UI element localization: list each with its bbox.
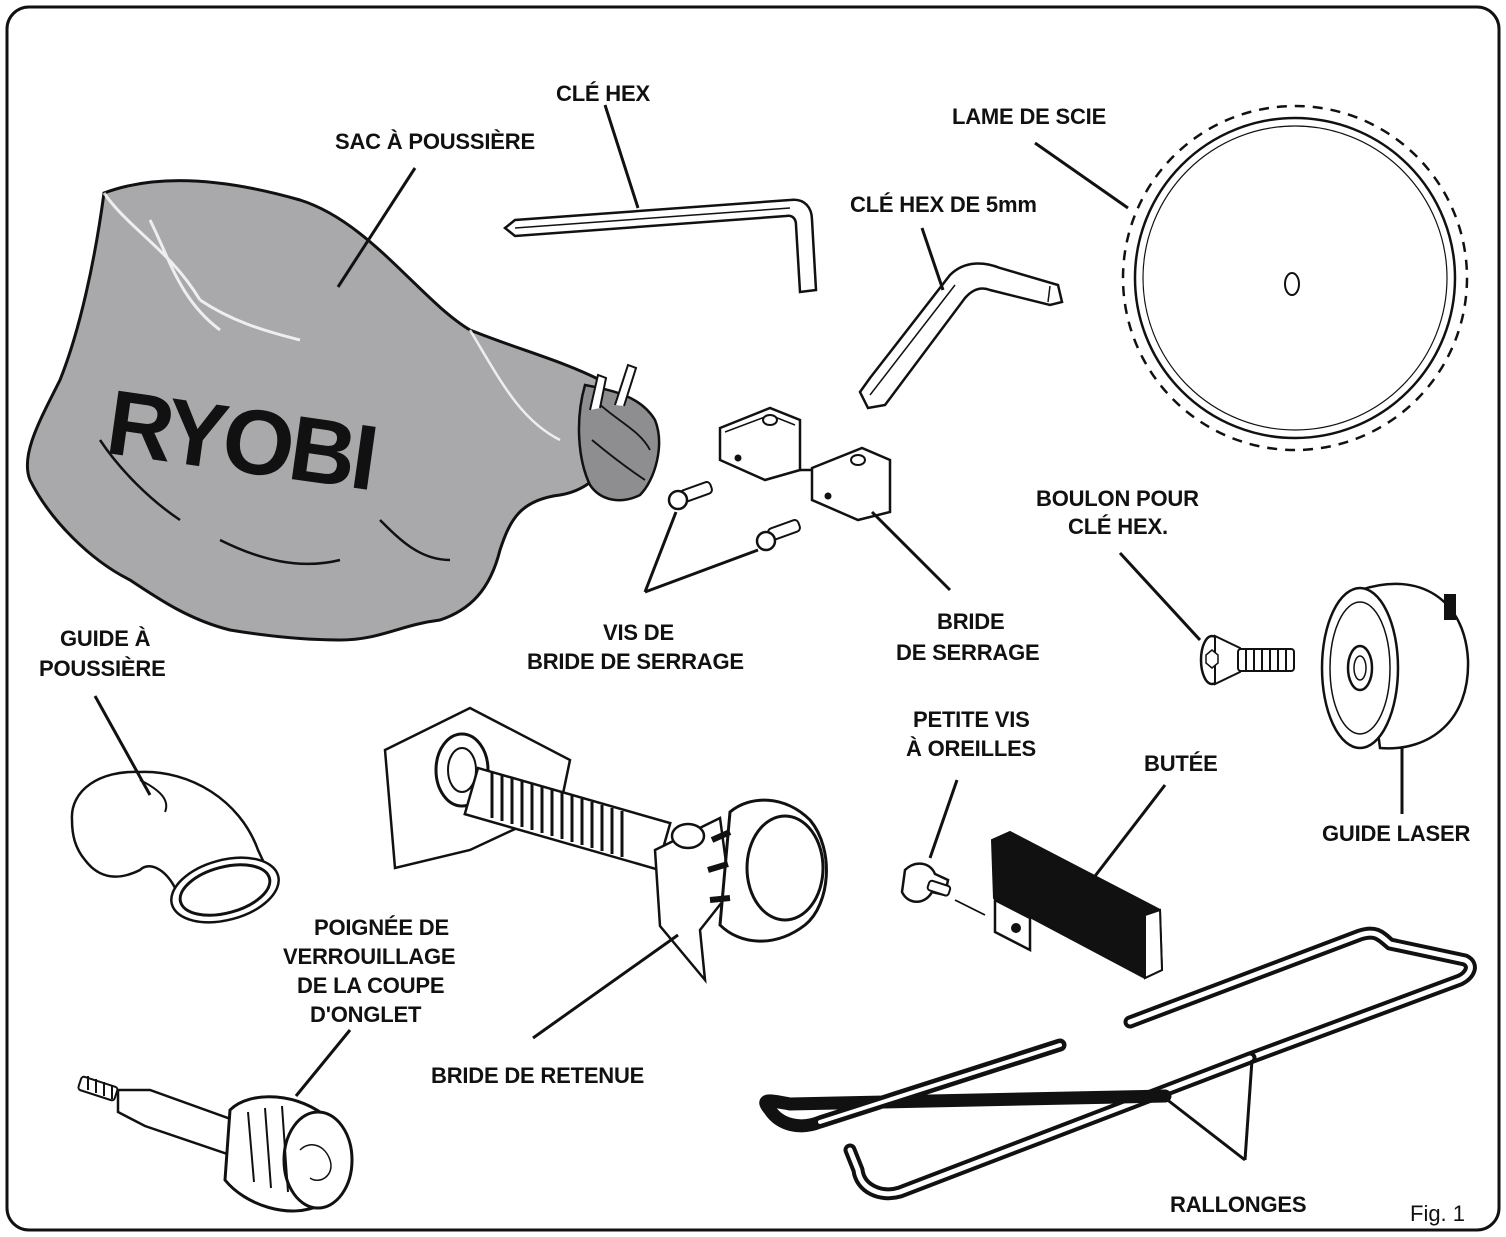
- label-dust-elbow-2: POUSSIÈRE: [39, 656, 166, 681]
- label-clamp-bracket-2: DE SERRAGE: [896, 640, 1039, 665]
- label-extensions: RALLONGES: [1170, 1192, 1306, 1217]
- leader-clamp-bracket: [870, 510, 952, 592]
- dust-bag-illustration: RYOBI: [25, 179, 661, 642]
- leader-hex-key-5mm: [920, 227, 945, 291]
- leader-hex-key: [603, 104, 640, 209]
- label-clamp-screws-2: BRIDE DE SERRAGE: [527, 649, 744, 674]
- label-miter-lock-3: DE LA COUPE: [297, 973, 444, 998]
- figure-frame: [5, 5, 1501, 1232]
- label-dust-elbow-1: GUIDE À: [60, 626, 151, 651]
- laser-guide-illustration: [1320, 582, 1470, 750]
- leader-saw-blade: [1034, 141, 1129, 210]
- saw-blade-illustration: [1121, 104, 1469, 452]
- leader-extensions-b: [1164, 1096, 1246, 1162]
- label-miter-lock-2: VERROUILLAGE: [283, 944, 455, 969]
- label-hex-bolt-2: CLÉ HEX.: [1068, 514, 1168, 539]
- clamp-brackets-illustration: [667, 406, 892, 552]
- leader-clamp-screws-a: [643, 511, 678, 593]
- label-hex-key-5mm: CLÉ HEX DE 5mm: [850, 192, 1037, 217]
- extensions-illustration: [759, 926, 1477, 1201]
- label-wing-screw-2: À OREILLES: [906, 736, 1036, 761]
- leader-extensions-a: [1243, 1059, 1254, 1161]
- leader-dust-bag: [336, 167, 417, 288]
- miter-lock-handle-illustration: [77, 1075, 354, 1213]
- wing-screw-illustration: [900, 862, 986, 916]
- label-hex-key: CLÉ HEX: [556, 81, 650, 106]
- leader-hex-bolt: [1118, 551, 1202, 642]
- leader-clamp-screws-b: [644, 548, 759, 594]
- label-clamp-screws-1: VIS DE: [603, 620, 674, 645]
- hex-key-illustration: [502, 198, 818, 294]
- label-hold-down-clamp: BRIDE DE RETENUE: [431, 1063, 644, 1088]
- label-clamp-bracket-1: BRIDE: [937, 609, 1004, 634]
- hex-key-5mm-illustration: [858, 262, 1064, 410]
- figure-number: Fig. 1: [1410, 1201, 1465, 1226]
- label-stop: BUTÉE: [1144, 751, 1218, 776]
- label-laser-guide: GUIDE LASER: [1322, 821, 1470, 846]
- dust-elbow-illustration: [70, 770, 280, 924]
- label-miter-lock-1: POIGNÉE DE: [314, 915, 449, 940]
- leader-miter-lock-handle: [294, 1029, 352, 1097]
- leader-stop: [1080, 784, 1167, 894]
- label-saw-blade: LAME DE SCIE: [952, 104, 1106, 129]
- leader-hold-down-clamp: [532, 933, 679, 1040]
- leader-wing-screw: [928, 779, 959, 859]
- label-miter-lock-4: D'ONGLET: [310, 1002, 422, 1027]
- label-wing-screw-1: PETITE VIS: [913, 707, 1030, 732]
- stop-illustration: [990, 830, 1164, 980]
- hold-down-clamp-illustration: [383, 706, 828, 984]
- label-hex-bolt-1: BOULON POUR: [1036, 486, 1199, 511]
- leader-dust-elbow: [93, 695, 152, 796]
- label-dust-bag: SAC À POUSSIÈRE: [335, 129, 535, 154]
- hex-bolt-illustration: [1199, 634, 1295, 686]
